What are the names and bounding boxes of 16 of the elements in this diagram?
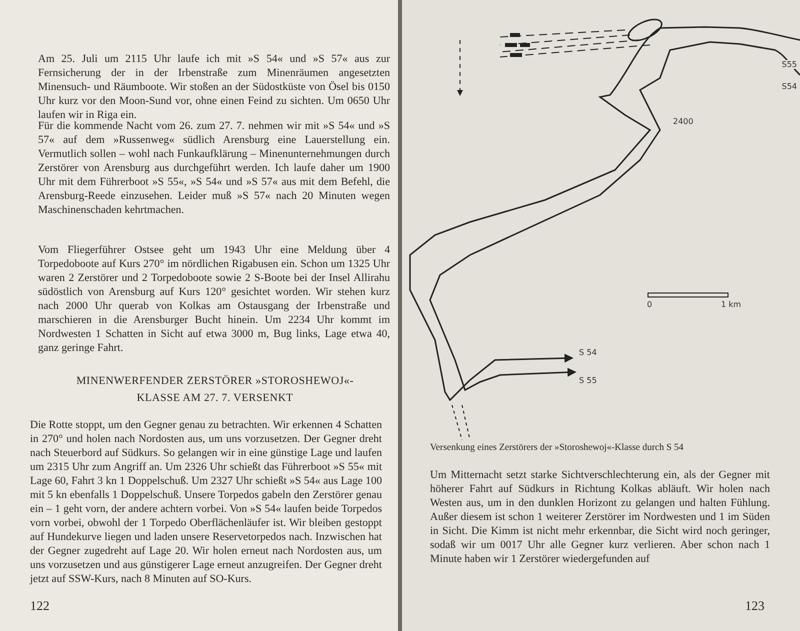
map-label: S55 bbox=[780, 60, 798, 69]
body-paragraph: Vom Fliegerführer Ostsee geht um 1943 Uhr eine Meldung über 4 Torpedoboote auf Kurs 270° im nördlichen Rigabusen ein. Schon um 1325 Uhr waren 2 Zerstörer und 2 Torpedoboote sowie 2 S-Boote bei der Insel Allirahu südöstlich von Arensburg auf Kurs 120° gesichtet worden. Wir stehen kurz nach 2000 Uhr querab von Kolkas am Ostausgang der Irbenstraße und marschieren in die Arensburger Bucht hinein. Um 2234 Uhr kommt im Nordwesten 1 Schatten in Sicht auf etwa 3000 m, Bug links, Lage etwa 40, ganz geringe Fahrt. bbox=[38, 243, 390, 355]
body-paragraph: Die Rotte stoppt, um den Gegner genau zu betrachten. Wir erkennen 4 Schatten in 270° und holen nach Nordosten aus, um uns vorzusetzen. Der Gegner dreht nach Steuerbord auf Südkurs. So gelangen wir in eine günstige Lage und laufen um 2315 Uhr zum Angriff an. Um 2326 Uhr schießt das Führerboot »S 55« mit Lage 60, Fahrt 3 kn 1 Doppelschuß. Um 2327 Uhr schießt »S 54« aus Lage 100 mit 5 kn ebenfalls 1 Doppelschuß. Unsere Torpedos gabeln den Zerstörer genau ein – 1 geht vorn, der andere achtern vorbei. Von »S 54« laufen beide Torpedos vorn vorbei, obwohl der 1 Torpedo Oberflächenläufer ist. Wir bleiben gestoppt auf Hundekurve liegen und laden unsere Reservetorpedos nach. Inzwischen hat der Gegner zugedreht auf Lage 20. Wir holen erneut nach Nordosten aus, um uns vorzusetzen und aus günstigerer Lage erneut anzugreifen. Der Gegner dreht jetzt auf SSW-Kurs, nach 8 Minuten auf SO-Kurs. bbox=[30, 418, 382, 586]
body-paragraph: Am 25. Juli um 2115 Uhr laufe ich mit »S 54« und »S 57« aus zur Fernsicherung der in der Irbenstraße zum Minenräumen angesetzten Minensuch- und Räumboote. Wir stoßen an der Südostküste von Ösel bis 0150 Uhr kurz vor den Moon-Sund vor, ohne einen Feind zu sichten. Um 0650 Uhr laufen wir in Riga ein. bbox=[38, 52, 390, 121]
map-label: 0 bbox=[646, 300, 654, 309]
body-paragraph: Um Mitternacht setzt starke Sichtverschlechterung ein, als der Gegner mit höherer Fahrt auf Südkurs in Richtung Kolkas abläuft. Wir holen nach Westen aus, um in den dunklen Horizont zu gelangen und halten Fühlung. Außer diesem ist schon 1 weiterer Zerstörer im Nordwesten und 1 im Süden in Sicht. Die Kimm ist nicht mehr erkennbar, die Sicht wird noch geringer, sodaß wir um 0017 Uhr alle Gegner kurz verlieren. Aber schon nach 1 Minute haben wir 1 Zerstörer wiedergefunden auf bbox=[430, 468, 770, 566]
map-label: S 55 bbox=[578, 376, 598, 385]
map-label: 1 km bbox=[720, 300, 742, 309]
map-label: 2400 bbox=[672, 117, 694, 126]
map-label: S 54 bbox=[578, 348, 598, 357]
body-paragraph: Für die kommende Nacht vom 26. zum 27. 7. nehmen wir mit »S 54« und »S 57« auf dem »Russenweg« südlich Arensburg eine Lauerstellung ein. Vermutlich sollen – wohl nach Funkaufklärung – Minenunternehmungen durch Zerstörer von Arensburg aus durchgeführt werden. Ich laufe daher um 1900 Uhr mit dem Führerboot »S 55«, »S 54« und »S 57« aus mit dem Befehl, die Arensburg-Reede einzusehen. Leider muß »S 57« nach 20 Minuten wegen Maschinenschaden kehrtmachen. bbox=[38, 120, 390, 217]
page-number: 123 bbox=[745, 598, 766, 614]
map-label: S54 bbox=[780, 82, 798, 91]
figure-caption: Versenkung eines Zerstörers der »Storoshewoj«-Klasse durch S 54 bbox=[430, 442, 684, 454]
section-heading: MINENWERFENDER ZERSTÖRER »STOROSHEWOJ«-KLASSE AM 27. 7. VERSENKT bbox=[75, 374, 355, 406]
page-number: 122 bbox=[30, 598, 50, 614]
